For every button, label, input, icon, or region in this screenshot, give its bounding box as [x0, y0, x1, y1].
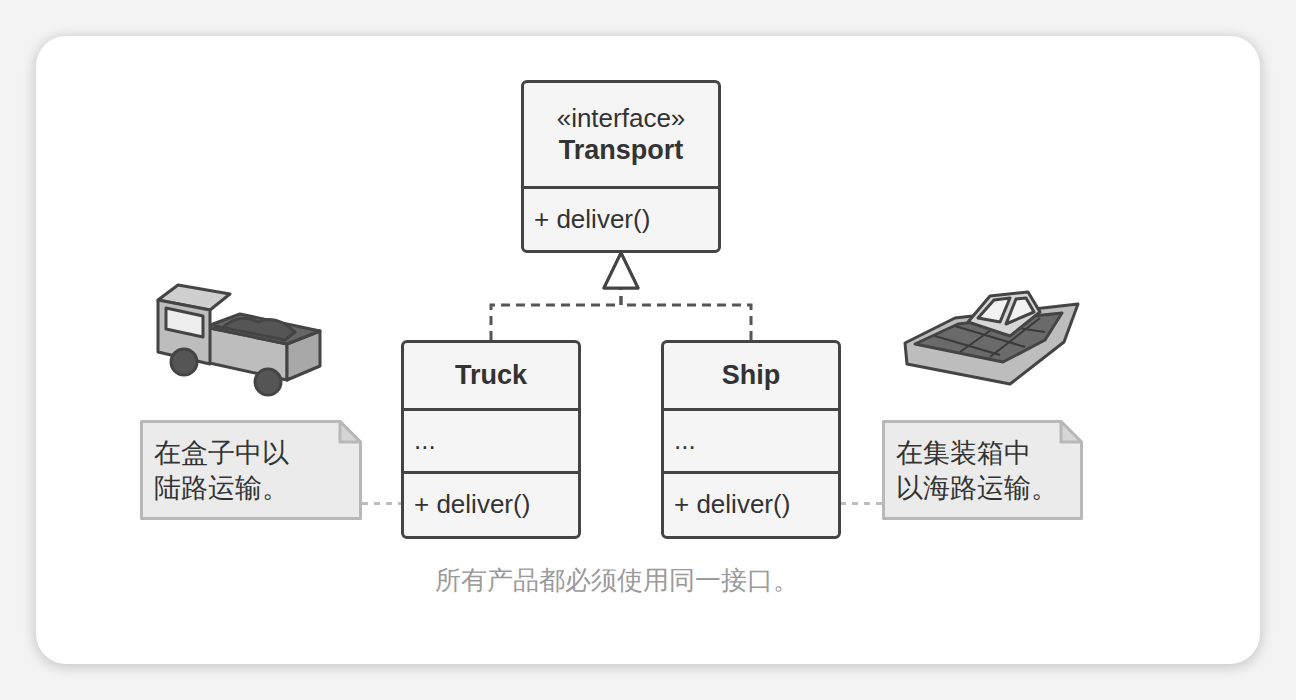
note-box: 在盒子中以 陆路运输。	[140, 420, 362, 520]
connector-group	[604, 253, 751, 340]
connector-group	[362, 503, 401, 504]
class-section: Truck	[404, 343, 578, 408]
note-shape	[884, 422, 1082, 519]
class-section: Ship	[664, 343, 838, 408]
note-shape	[142, 422, 361, 519]
class-section: + deliver()	[404, 471, 578, 536]
class-section: ...	[664, 408, 838, 471]
note-fold	[340, 422, 361, 443]
class-member: ...	[414, 425, 436, 456]
truck-wheel	[171, 349, 197, 375]
caption: 所有产品都必须使用同一接口。	[317, 563, 917, 598]
class-box: Ship... + deliver()	[661, 340, 841, 539]
truck-wheel	[255, 369, 281, 395]
note-body: 在盒子中以 陆路运输。	[140, 420, 362, 520]
ship-window	[978, 298, 1010, 322]
ship-illustration	[905, 292, 1078, 384]
note-text: 在盒子中以 陆路运输。	[154, 435, 336, 505]
class-member: + deliver()	[674, 489, 790, 520]
class-member: + deliver()	[534, 204, 650, 235]
class-member: ...	[674, 425, 696, 456]
class-name: Truck	[455, 359, 527, 391]
note-body: 在集装箱中 以海路运输。	[882, 420, 1083, 520]
note-outline	[882, 420, 1083, 520]
ship-cabin	[968, 292, 1040, 336]
class-name: «interface»	[557, 103, 686, 134]
truck-bed-top	[205, 314, 320, 344]
hollow-triangle-head	[604, 253, 638, 288]
connector-group	[491, 253, 638, 340]
note-text: 在集装箱中 以海路运输。	[896, 435, 1057, 505]
note-link	[841, 502, 882, 505]
ship-window	[1006, 298, 1034, 324]
hollow-triangle-head	[604, 253, 638, 288]
class-name: Ship	[722, 359, 781, 391]
class-section: + deliver()	[664, 471, 838, 536]
note-fold	[1061, 422, 1082, 443]
class-section: + deliver()	[524, 186, 718, 250]
class-member: Transport	[559, 134, 684, 166]
class-section: «interface»Transport	[524, 83, 718, 186]
interface-box: «interface»Transport + deliver()	[521, 80, 721, 253]
class-member: + deliver()	[414, 489, 530, 520]
realization-line	[491, 288, 621, 340]
note-outline	[140, 420, 362, 520]
class-section: ...	[404, 408, 578, 471]
connector-group	[841, 503, 882, 504]
truck-cargo	[215, 318, 295, 340]
class-box: Truck... + deliver()	[401, 340, 581, 539]
realization-line	[621, 288, 751, 340]
truck-window	[166, 308, 203, 337]
truck-illustration	[158, 285, 320, 395]
note-box: 在集装箱中 以海路运输。	[882, 420, 1083, 520]
note-link	[362, 502, 401, 505]
